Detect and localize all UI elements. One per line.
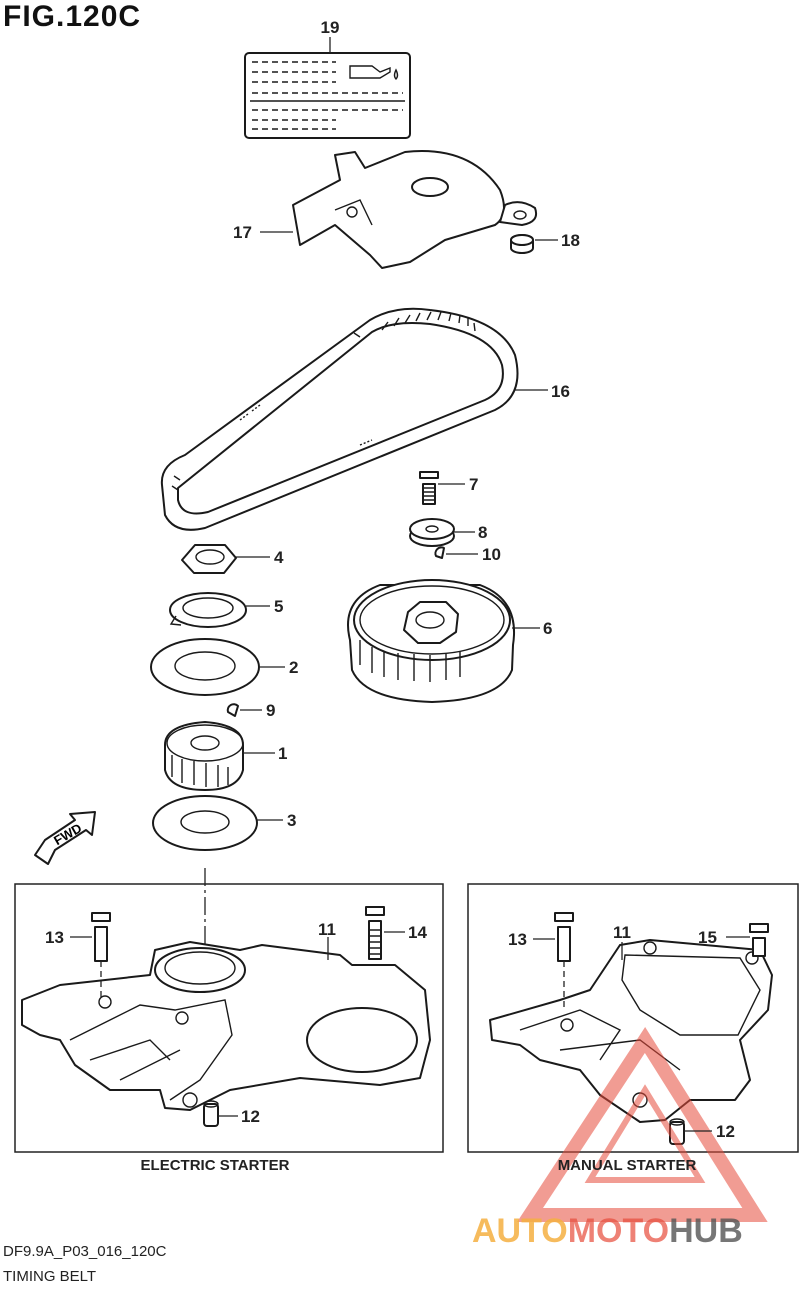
bolt-7 bbox=[419, 471, 439, 505]
callout-11-manual: 11 bbox=[613, 923, 631, 942]
diagram-code: DF9.9A_P03_016_120C bbox=[3, 1243, 167, 1260]
callout-3: 3 bbox=[287, 811, 296, 830]
figure-title: FIG.120C bbox=[3, 0, 142, 33]
callout-18: 18 bbox=[561, 231, 580, 250]
callout-4: 4 bbox=[274, 548, 284, 567]
bolt-15 bbox=[749, 923, 769, 957]
bolt-13-electric bbox=[91, 912, 111, 1000]
callout-13-electric: 13 bbox=[45, 928, 64, 947]
watermark-text-b: MOTO bbox=[568, 1212, 669, 1250]
callout-12-manual: 12 bbox=[716, 1122, 735, 1141]
callout-2: 2 bbox=[289, 658, 298, 677]
callout-8: 8 bbox=[478, 523, 487, 542]
callout-5: 5 bbox=[274, 597, 283, 616]
callout-16: 16 bbox=[551, 382, 570, 401]
leader-lines bbox=[70, 37, 750, 1132]
key-9 bbox=[226, 703, 239, 717]
oil-pump-case-manual bbox=[489, 939, 773, 1123]
timing-belt bbox=[160, 307, 519, 531]
callout-6: 6 bbox=[543, 619, 552, 638]
guide-plate-2 bbox=[150, 638, 260, 696]
electric-starter-caption: ELECTRIC STARTER bbox=[141, 1157, 290, 1174]
bolt-14 bbox=[365, 906, 385, 960]
label-plate bbox=[244, 52, 411, 139]
crank-gear-1 bbox=[164, 721, 244, 791]
oil-pump-case-electric bbox=[21, 941, 431, 1111]
callout-1: 1 bbox=[278, 744, 287, 763]
guide-plate-3 bbox=[152, 795, 258, 851]
nut-4 bbox=[181, 544, 237, 574]
callout-7: 7 bbox=[469, 475, 478, 494]
lock-washer-5 bbox=[169, 592, 247, 628]
grommet bbox=[510, 234, 534, 254]
callout-10: 10 bbox=[482, 545, 501, 564]
watermark-logo bbox=[517, 1027, 768, 1222]
diagram-caption: TIMING BELT bbox=[3, 1268, 97, 1285]
electric-starter-panel bbox=[14, 883, 444, 1153]
callout-17: 17 bbox=[233, 223, 252, 242]
key-10 bbox=[434, 546, 445, 559]
callout-14: 14 bbox=[408, 923, 427, 942]
dowel-pin-12-electric bbox=[203, 1100, 219, 1127]
manual-starter-caption: MANUAL STARTER bbox=[558, 1157, 697, 1174]
callout-11-electric: 11 bbox=[318, 920, 336, 939]
callout-19: 19 bbox=[321, 18, 340, 37]
callout-9: 9 bbox=[266, 701, 275, 720]
washer-8 bbox=[409, 518, 455, 547]
callout-13-manual: 13 bbox=[508, 930, 527, 949]
callout-12-electric: 12 bbox=[241, 1107, 260, 1126]
fwd-arrow: FWD bbox=[34, 811, 96, 865]
watermark-text-c: HUB bbox=[669, 1212, 743, 1250]
belt-cover bbox=[292, 150, 538, 269]
drive-pulley bbox=[347, 579, 515, 703]
manual-starter-panel bbox=[467, 883, 799, 1153]
bolt-13-manual bbox=[554, 912, 574, 1010]
watermark-text-a: AUTO bbox=[472, 1212, 568, 1250]
watermark-text: AUTOMOTOHUB bbox=[472, 1212, 743, 1250]
callout-15: 15 bbox=[698, 928, 717, 947]
